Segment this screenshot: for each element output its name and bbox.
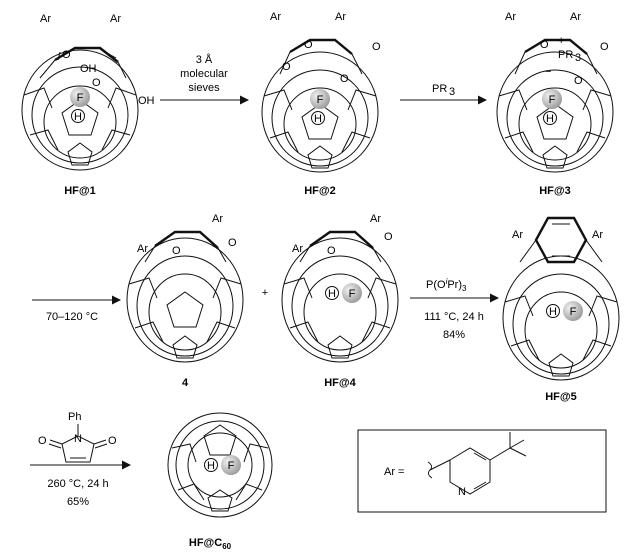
condition-text: 65% <box>67 496 89 508</box>
o-atom: O <box>282 61 291 73</box>
condition-text: 3 Å <box>196 53 213 66</box>
reagent-subscript: 3 <box>462 284 467 293</box>
maleimide-structure <box>48 424 108 463</box>
o-atom: O <box>172 245 181 257</box>
compound-label: HF@2 <box>304 185 336 197</box>
reagent-superscript: i <box>446 277 448 286</box>
hydrogen-circle <box>204 458 218 472</box>
compound-label: HF@1 <box>64 185 96 197</box>
ar-label: Ar <box>370 213 381 225</box>
f-atom: F <box>77 92 84 104</box>
compound-label: HF@4 <box>324 377 356 389</box>
o-atom: O <box>600 41 609 53</box>
hydrogen-circle <box>71 109 85 123</box>
o-atom: O <box>574 75 583 87</box>
o-keto: O <box>62 49 71 61</box>
fluorine-ball <box>221 455 241 475</box>
reagent-part: Pr) <box>447 279 462 291</box>
compound-hf1 <box>21 46 139 171</box>
n-atom: N <box>458 486 466 498</box>
reagent-subscript: 3 <box>449 86 455 98</box>
ar-label: Ar <box>270 11 281 23</box>
o-atom: O <box>108 435 117 447</box>
hydrogen-circle <box>325 286 339 300</box>
f-atom: F <box>349 288 356 300</box>
h-atom: H <box>314 113 322 125</box>
ar-label: Ar <box>110 13 121 25</box>
reagent-part: P(O <box>426 279 446 291</box>
compound-label: 4 <box>182 377 189 389</box>
condition-text: molecular <box>180 68 228 80</box>
n-atom: N <box>74 433 82 445</box>
reagent-text: P(OiPr)3 <box>426 277 467 293</box>
condition-text: 111 °C, 24 h <box>424 311 484 323</box>
condition-text: 70–120 °C <box>46 311 98 323</box>
f-atom: F <box>570 306 577 318</box>
o-atom: O <box>38 435 47 447</box>
o-atom: O <box>327 245 336 257</box>
o-atom: O <box>228 237 237 249</box>
condition-text: 260 °C, 24 h <box>47 478 108 490</box>
compound-hf5 <box>502 216 620 381</box>
h-atom: H <box>328 288 336 300</box>
pr3-subscript: 3 <box>575 52 581 64</box>
oh-side: OH <box>138 95 155 107</box>
hydrogen-circle <box>546 304 560 318</box>
ar-structure <box>427 432 527 495</box>
f-atom: F <box>317 94 324 106</box>
ar-label: Ar <box>137 243 148 255</box>
o-atom: O <box>384 231 393 243</box>
ar-label: Ar <box>292 243 303 255</box>
plus-charge: + <box>558 35 564 47</box>
fluorine-ball <box>542 89 562 109</box>
fluorine-ball <box>310 89 330 109</box>
ar-label: Ar <box>570 11 581 23</box>
label-subscript: 60 <box>222 542 231 551</box>
o-atom: O <box>340 73 349 85</box>
h-atom: H <box>546 113 554 125</box>
compound-4 <box>126 230 244 363</box>
o-ring: O <box>92 77 101 89</box>
minus-charge: − <box>545 66 551 78</box>
compound-hf2 <box>261 38 379 173</box>
condition-text: 84% <box>443 329 465 341</box>
pr3-group: PR <box>558 49 573 61</box>
compound-hf-c60 <box>167 412 273 518</box>
ar-definition-box <box>357 429 607 513</box>
fluorine-ball <box>342 283 362 303</box>
ar-label: Ar <box>212 213 223 225</box>
compound-hf3 <box>496 38 614 173</box>
condition-text: sieves <box>188 82 220 94</box>
fluorine-ball <box>70 87 90 107</box>
ar-label: Ar <box>512 229 523 241</box>
hydrogen-circle <box>311 111 325 125</box>
ar-label: Ar <box>40 13 51 25</box>
ar-label: Ar <box>592 229 603 241</box>
o-atom: O <box>304 39 313 51</box>
reagent-text: PR <box>432 83 447 95</box>
f-atom: F <box>228 460 235 472</box>
label-main: HF@C <box>189 537 222 549</box>
hydrogen-circle <box>543 111 557 125</box>
compound-label: HF@C60 <box>189 537 232 551</box>
ar-definition-label: Ar = <box>384 466 404 478</box>
ar-label: Ar <box>505 11 516 23</box>
compound-hf4 <box>281 230 399 363</box>
cage-outline <box>21 49 139 171</box>
compound-label: HF@5 <box>545 391 577 403</box>
fluorine-ball <box>563 301 583 321</box>
h-atom: H <box>207 460 215 472</box>
f-atom: F <box>549 94 556 106</box>
h-atom: H <box>549 306 557 318</box>
h-atom: H <box>74 111 82 123</box>
compound-label: HF@3 <box>539 185 571 197</box>
o-atom: O <box>540 39 549 51</box>
plus-sign: + <box>262 287 268 299</box>
oh-top: OH <box>80 63 97 75</box>
o-atom: O <box>372 41 381 53</box>
ar-label: Ar <box>335 11 346 23</box>
ph-group: Ph <box>68 411 81 423</box>
